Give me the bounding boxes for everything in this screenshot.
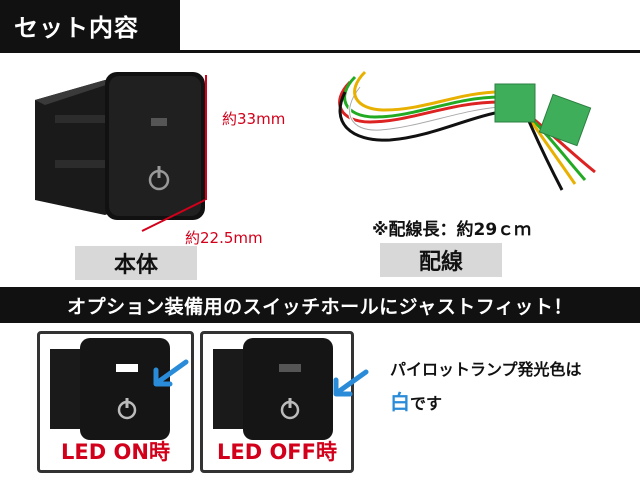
led-on-photo: LED ON時: [37, 331, 194, 473]
width-dimension-line: [141, 199, 206, 232]
arrow-left-icon: [153, 359, 189, 387]
pilot-lamp-color: 白: [390, 390, 410, 414]
pilot-lamp-text: パイロットランプ発光色は 白です: [390, 356, 582, 415]
led-off-photo: LED OFF時: [200, 331, 354, 473]
body-label: 本体: [75, 246, 197, 280]
fit-banner: オプション装備用のスイッチホールにジャストフィット！: [0, 287, 640, 323]
led-off-switch-image: [213, 338, 333, 440]
section-title: セット内容: [0, 0, 180, 50]
header-divider: [0, 50, 640, 53]
height-dimension: 約33mm: [222, 110, 286, 128]
height-dimension-line: [205, 75, 207, 200]
led-on-label: LED ON時: [61, 440, 170, 464]
led-on-switch-image: [50, 338, 170, 440]
wiring-length-note: ※配線長：約29ｃｍ: [372, 220, 532, 240]
arrow-left-icon: [333, 369, 369, 397]
pilot-lamp-line2: です: [410, 394, 443, 413]
switch-body-image: [35, 72, 205, 220]
led-off-label: LED OFF時: [216, 440, 337, 464]
wiring-harness-image: [338, 70, 596, 191]
wiring-label: 配線: [380, 243, 502, 277]
width-dimension: 約22.5mm: [185, 229, 263, 247]
pilot-lamp-line1: パイロットランプ発光色は: [390, 360, 582, 379]
